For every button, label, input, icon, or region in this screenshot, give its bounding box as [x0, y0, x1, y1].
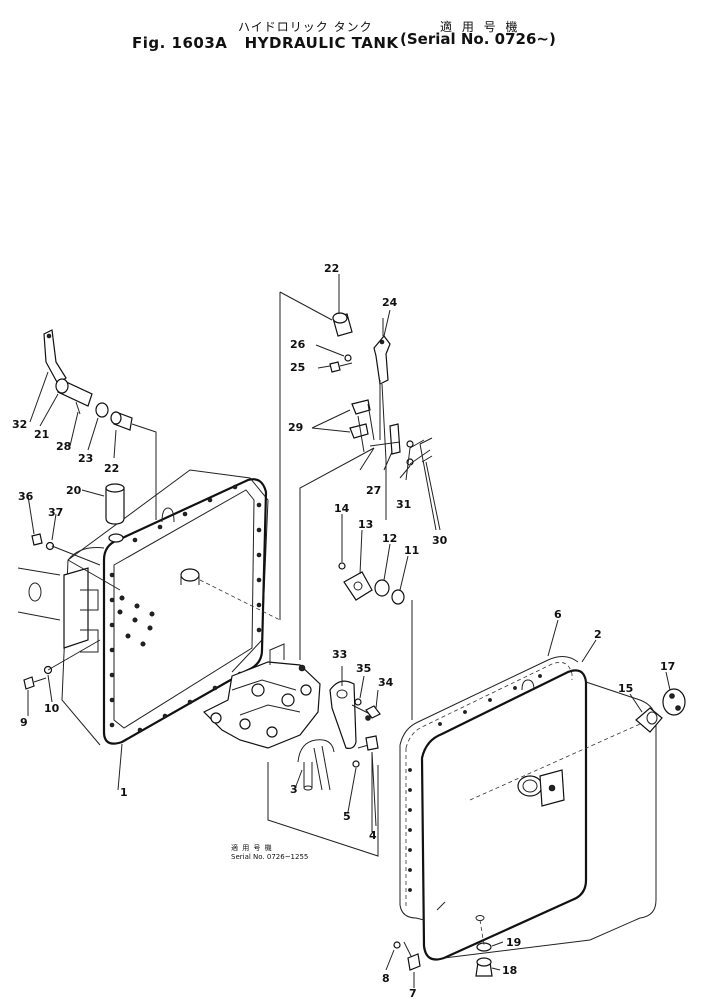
seal-12	[374, 579, 390, 597]
callout-17: 17	[660, 660, 676, 673]
callout-10: 10	[44, 702, 60, 715]
callout-12: 12	[382, 532, 398, 545]
valve-assembly	[202, 643, 321, 749]
callout-leaders	[27, 274, 671, 988]
sleeve-22-lower	[110, 411, 133, 431]
callout-25: 28	[56, 440, 72, 453]
flange-bolt-holes	[109, 484, 262, 733]
callout-23: 23	[78, 452, 94, 465]
washer-32a	[406, 440, 414, 448]
callout-33: 33	[332, 648, 348, 661]
bolt-7	[403, 941, 421, 971]
serial-text: Serial No. 0726~	[406, 30, 549, 48]
title-japanese: ハイドロリック タンク	[238, 20, 373, 34]
callout-1: 1	[120, 786, 128, 799]
cover-part-33	[329, 680, 371, 749]
pipe-part-3	[297, 739, 335, 791]
figure-title: Fig. 1603A HYDRAULIC TANK	[132, 34, 399, 52]
cap-17	[662, 688, 686, 716]
callout-21: 21	[34, 428, 50, 441]
callout-22-lower: 22	[104, 462, 120, 475]
callout-27: 25	[290, 361, 306, 374]
callout-30: 29	[288, 421, 304, 434]
callout-4: 4	[369, 829, 377, 842]
sleeve-22-upper	[332, 312, 353, 337]
callout-26: 24	[382, 296, 398, 309]
callout-35: 35	[356, 662, 372, 675]
tank-body-right	[399, 656, 657, 961]
oring-11	[391, 589, 405, 605]
callout-6: 6	[554, 608, 562, 621]
callout-29: 27	[366, 484, 382, 497]
subnote-serial: Serial No. 0726~1255	[231, 853, 309, 861]
bolt-27	[329, 361, 353, 373]
callout-28: 26	[290, 338, 306, 351]
lever-26	[373, 318, 391, 385]
center-lines	[47, 291, 641, 946]
callout-9: 9	[20, 716, 28, 729]
ring-23	[95, 402, 109, 418]
lever-24	[43, 329, 67, 385]
cover-13	[343, 571, 373, 601]
plug-19	[475, 957, 493, 977]
callout-11: 11	[404, 544, 420, 557]
shaft-21	[55, 378, 93, 407]
callout-31: 30	[432, 534, 448, 547]
callout-15: 15	[618, 682, 634, 695]
callout-5: 5	[343, 810, 351, 823]
callout-34: 34	[378, 676, 394, 689]
bolt-34	[351, 704, 381, 719]
callout-13: 13	[358, 518, 374, 531]
callout-24: 32	[12, 418, 28, 431]
part-title: HYDRAULIC TANK	[244, 34, 399, 52]
callout-18: 20	[66, 484, 82, 497]
callout-3: 3	[290, 783, 298, 796]
washer-35	[354, 698, 362, 706]
gasket-holes	[408, 674, 542, 892]
figure-number: Fig. 1603A	[132, 34, 228, 52]
callout-20: 19	[506, 936, 522, 949]
washer-28	[344, 354, 352, 362]
applicable-japanese: 適 用 号 機	[440, 20, 521, 34]
callout-32: 31	[396, 498, 412, 511]
callout-36: 36	[18, 490, 34, 503]
washer-37	[45, 541, 55, 551]
washer-8	[393, 941, 401, 949]
adapter-15	[635, 707, 663, 733]
bolt-4	[357, 735, 379, 751]
pin-25	[75, 401, 81, 415]
subnote-japanese: 適 用 号 機	[231, 844, 273, 852]
callout-2: 2	[594, 628, 602, 641]
bolt-9	[23, 676, 47, 690]
callout-22-upper: 22	[324, 262, 340, 275]
serial-range: (Serial No. 0726~)	[400, 30, 556, 48]
bracket-30	[349, 399, 375, 453]
callout-37: 37	[48, 506, 64, 519]
tank-body-left	[17, 469, 269, 791]
washer-5	[352, 760, 360, 768]
callout-7: 7	[409, 987, 417, 1000]
callout-14: 14	[334, 502, 350, 515]
breather-18	[105, 483, 125, 525]
callout-8: 8	[382, 972, 390, 985]
bolt-36	[31, 533, 43, 546]
callout-19: 18	[502, 964, 518, 977]
side-hole-pattern	[117, 595, 155, 647]
bolt-14	[338, 562, 346, 570]
